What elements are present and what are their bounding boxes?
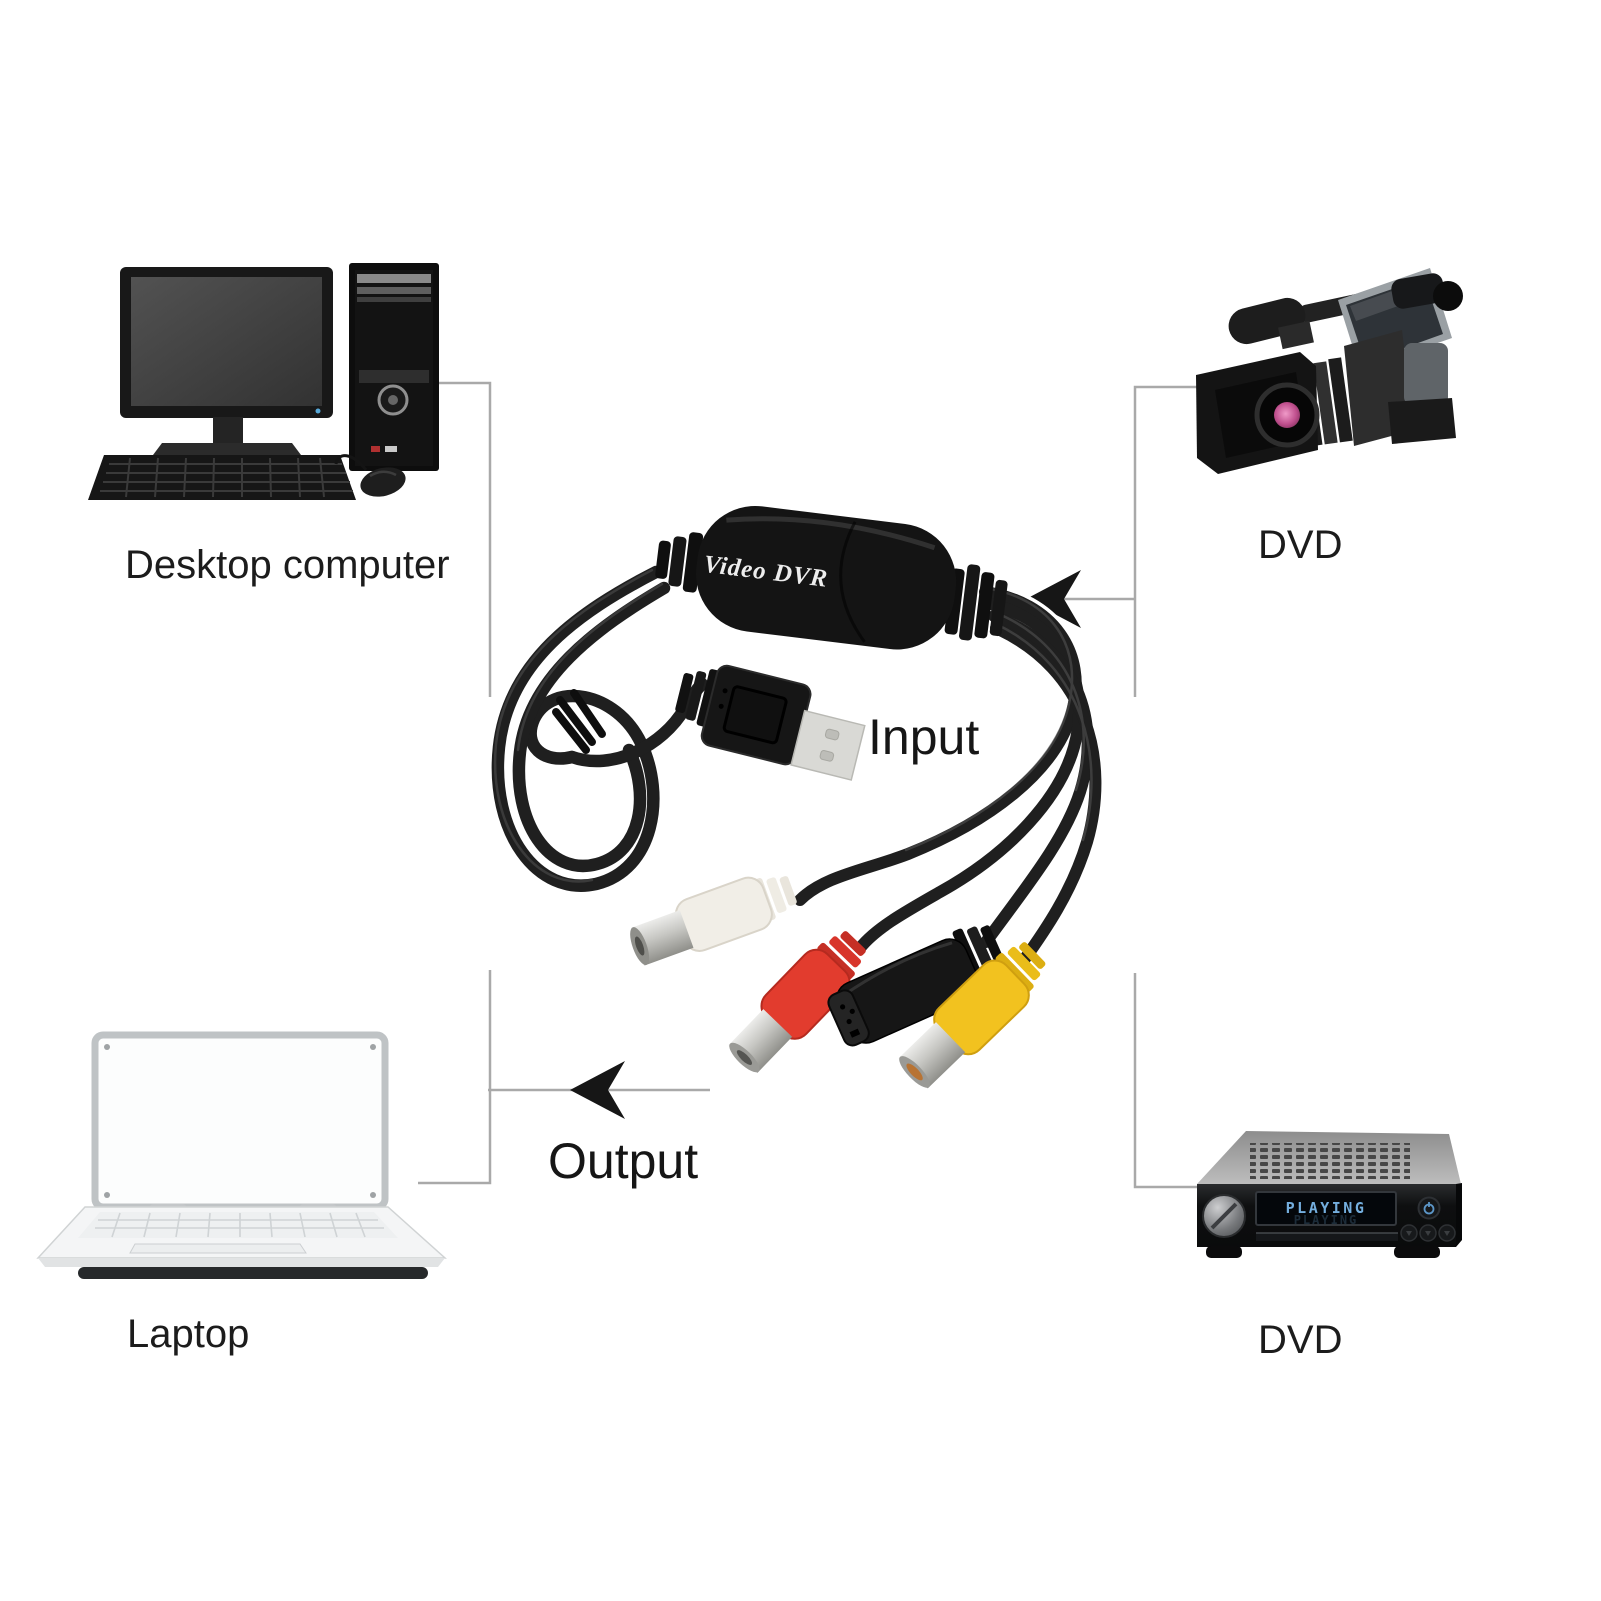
usb-metal-tongue: [790, 709, 866, 781]
laptop-bottom-shadow: [78, 1267, 428, 1279]
dvd-player-photo: PLAYING PLAYING: [1197, 1131, 1462, 1258]
dvd-foot-right: [1394, 1246, 1440, 1258]
laptop-touchpad: [129, 1243, 307, 1254]
dvd-knob-slash: [1210, 1202, 1238, 1230]
monitor-screen: [131, 277, 322, 406]
input-label: Input: [868, 709, 980, 765]
tower-io-slot: [359, 370, 429, 383]
camcorder-mic-mount: [1278, 320, 1314, 350]
tower-drive-bay: [357, 287, 431, 294]
capture-device: Video DVR: [655, 506, 1008, 650]
camcorder-grip: [1388, 398, 1456, 444]
monitor-stand-neck: [213, 417, 243, 444]
svideo-connector: [827, 925, 1003, 1047]
device-capsule-sheen: [726, 516, 936, 551]
svideo-rib2: [966, 926, 994, 970]
svideo-rib3: [980, 925, 1003, 961]
dvd-disc-slot: [1256, 1233, 1398, 1241]
laptop-screen-frame: [91, 1031, 389, 1211]
dvd-transport-buttons: [1400, 1224, 1456, 1242]
svideo-body-sheen: [841, 941, 953, 998]
dvd-display-text-reflection: PLAYING: [1294, 1213, 1359, 1227]
dvd-side-face: [1456, 1183, 1462, 1247]
white-rca-rib2: [766, 877, 787, 913]
white-rca-barrel-hole: [634, 936, 645, 956]
camcorder-label: DVD: [1258, 523, 1343, 567]
dvd-top-vents: [1250, 1143, 1410, 1179]
tower-optical-drive: [357, 274, 431, 283]
laptop-label: Laptop: [127, 1312, 250, 1356]
dvd-power-button: [1417, 1196, 1441, 1220]
red-rca-connector: [728, 931, 866, 1073]
usb-plug-dot1: [722, 688, 728, 694]
usb-contact-hole1: [824, 728, 840, 741]
usb-plug-dot2: [718, 703, 724, 709]
laptop-screw-br: [370, 1192, 376, 1198]
laptop-key-rows: [95, 1212, 384, 1238]
device-strain-relief-left: [655, 532, 704, 593]
mouse-cable: [334, 454, 368, 471]
camcorder-lens-glass: [1274, 402, 1300, 428]
mouse-highlight: [369, 470, 397, 478]
camcorder-battery: [1404, 343, 1448, 405]
svideo-pin-hole3: [849, 1008, 855, 1014]
flow-arrows: [570, 570, 1081, 1119]
red-rca-barrel-hole: [736, 1050, 753, 1065]
cable-twist-tie: [552, 689, 606, 754]
laptop-front-edge: [38, 1258, 445, 1267]
tower-led-red: [371, 446, 380, 452]
output-arrow-icon: [570, 1061, 625, 1119]
usb-contact-hole2: [819, 750, 835, 762]
desktop-computer-photo: [88, 263, 439, 500]
line-desktop-to-hub: [437, 381, 492, 697]
usb-plug-inset: [722, 685, 788, 745]
usb-strain-rib1: [675, 673, 694, 713]
camcorder-eyecup: [1433, 281, 1463, 311]
desktop-computer-label: Desktop computer: [125, 543, 450, 587]
coil-strand-inner: [512, 581, 671, 873]
device-mold-seam: [839, 521, 866, 643]
dvd-display-window: [1255, 1191, 1397, 1226]
laptop-keyboard-area: [78, 1212, 398, 1238]
yellow-rca-rib2: [1007, 946, 1041, 981]
tower-bay-trim: [357, 297, 431, 302]
dvd-display-text: PLAYING: [1286, 1199, 1367, 1217]
red-rca-rib2: [829, 936, 862, 968]
laptop-photo: [36, 1031, 447, 1279]
red-rca-rib3: [840, 931, 866, 956]
laptop-screw-tr: [370, 1044, 376, 1050]
laptop-screw-bl: [104, 1192, 110, 1198]
camcorder-viewfinder: [1391, 273, 1445, 309]
cable-to-red-rca: [854, 598, 1086, 954]
svideo-pin-hole2: [846, 1018, 852, 1025]
line-hub-to-laptop: [418, 970, 492, 1185]
av-cables: [790, 582, 1105, 970]
white-rca-connector: [630, 876, 797, 966]
usb-plug: [675, 664, 866, 781]
monitor-power-led: [315, 408, 321, 414]
usb-strain-rib2: [685, 671, 707, 721]
device-capsule-body: [696, 506, 957, 650]
svideo-key-notch: [849, 1028, 861, 1038]
yellow-rca-connector: [898, 942, 1046, 1089]
usb-cable-coil: [488, 562, 712, 896]
dvd-foot-left: [1206, 1246, 1242, 1258]
camcorder-photo: [1196, 268, 1463, 474]
white-rca-rib3: [779, 876, 797, 906]
tower-front-panel: [355, 270, 433, 466]
input-arrow-icon: [1026, 570, 1081, 628]
yellow-rca-barrel-hole: [906, 1063, 923, 1081]
tower-led-white: [385, 446, 397, 452]
laptop-screw-tl: [104, 1044, 110, 1050]
line-camcorder-to-hub: [1133, 385, 1198, 697]
yellow-rca-rib3: [1019, 942, 1046, 969]
device-strain-relief-right: [944, 564, 1008, 641]
svideo-pin-hole1: [840, 1004, 846, 1010]
keyboard-key-rows: [100, 457, 353, 498]
line-hub-to-dvdplayer: [1133, 973, 1198, 1189]
dvd-player-label: DVD: [1258, 1318, 1343, 1362]
output-label: Output: [548, 1133, 699, 1189]
tower-power-button-dot: [388, 395, 398, 405]
